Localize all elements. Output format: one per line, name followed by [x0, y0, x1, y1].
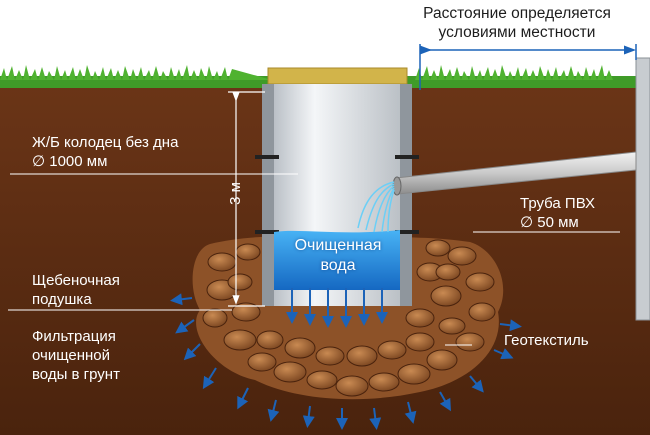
clean-water [274, 230, 400, 290]
gravel-label-line2: подушка [32, 291, 92, 308]
gravel-label: Щебеночная подушка [32, 271, 120, 309]
well-label-line1: Ж/Б колодец без дна [32, 134, 179, 151]
well-wall-left [262, 84, 274, 306]
gravel-stones [202, 239, 496, 397]
gravel-stone [223, 329, 257, 351]
filtration-label-line3: воды в грунт [32, 366, 120, 383]
gravel-stone [405, 332, 435, 352]
depth-dimension [228, 91, 265, 307]
filtration-arrow [302, 405, 315, 428]
gravel-stone [430, 285, 462, 307]
filtration-label: Фильтрация очищенной воды в грунт [32, 327, 120, 384]
gravel-stone [377, 340, 407, 360]
gravel-stone [468, 302, 496, 322]
gravel-stone [284, 337, 316, 359]
filtration-arrow [202, 367, 217, 390]
well-ring-joints [255, 155, 419, 234]
depth-label: 3 м [226, 182, 244, 205]
pipe-label-line2: ∅ 50 мм [520, 214, 579, 231]
geotextile-label: Геотекстиль [504, 332, 589, 349]
gravel-stone [202, 308, 228, 328]
filtration-arrow [369, 407, 382, 430]
house-foundation [635, 57, 650, 321]
well-cap [267, 67, 408, 85]
filtration-arrows [170, 293, 522, 430]
well-wall-right [400, 84, 412, 306]
filtration-arrow [469, 375, 484, 393]
water-label-line1: Очищенная [294, 237, 382, 254]
pipe-label: Труба ПВХ ∅ 50 мм [520, 194, 595, 232]
gravel-stone [346, 345, 378, 367]
gravel-stone [207, 252, 237, 272]
gravel-stone [426, 349, 458, 371]
well-label: Ж/Б колодец без дна ∅ 1000 мм [32, 133, 178, 171]
gravel-stone [235, 243, 261, 261]
gravel-stone [231, 302, 261, 322]
sky [0, 0, 650, 80]
gravel-stone [247, 352, 277, 372]
distance-note: Расстояние определяется условиями местно… [392, 4, 642, 42]
gravel-stone [465, 272, 495, 292]
pvc-pipe [392, 151, 637, 196]
gravel-stone [425, 239, 451, 257]
filtration-arrow [499, 319, 522, 332]
filtration-arrow [237, 387, 249, 410]
gravel-stone [405, 308, 435, 328]
distance-dimension [419, 44, 637, 90]
filtration-arrow [175, 319, 195, 334]
gravel-stone [368, 372, 400, 392]
filtration-arrow [267, 399, 280, 422]
gravel-stone [273, 361, 307, 383]
gravel-stone [455, 332, 485, 352]
gravel-stone [397, 363, 431, 385]
filtration-arrow [170, 293, 193, 306]
gravel-stone [335, 375, 369, 397]
filtration-label-line1: Фильтрация [32, 328, 116, 345]
water-stream [357, 181, 395, 233]
filtration-arrow [183, 343, 201, 361]
gravel-stone [256, 330, 284, 350]
distance-note-line1: Расстояние определяется [423, 5, 611, 22]
distance-note-line2: условиями местности [438, 24, 596, 41]
water-label: Очищенная вода [271, 236, 405, 276]
gravel-stone [438, 317, 466, 335]
water-label-line2: вода [320, 257, 356, 274]
gravel-label-line1: Щебеночная [32, 272, 120, 289]
filtration-arrow [439, 391, 451, 412]
filtration-arrow [493, 348, 514, 360]
filtration-arrow [404, 401, 417, 424]
gravel-stone [306, 370, 338, 390]
gravel-stone [447, 246, 477, 266]
seepage-arrows-down [286, 288, 388, 328]
leader-lines [8, 173, 620, 346]
gravel-stone [227, 273, 253, 291]
well-label-line2: ∅ 1000 мм [32, 153, 108, 170]
gravel-stone [435, 263, 461, 281]
pipe-label-line1: Труба ПВХ [520, 195, 596, 212]
gravel-stone [315, 346, 345, 366]
filtration-label-line2: очищенной [32, 347, 111, 364]
